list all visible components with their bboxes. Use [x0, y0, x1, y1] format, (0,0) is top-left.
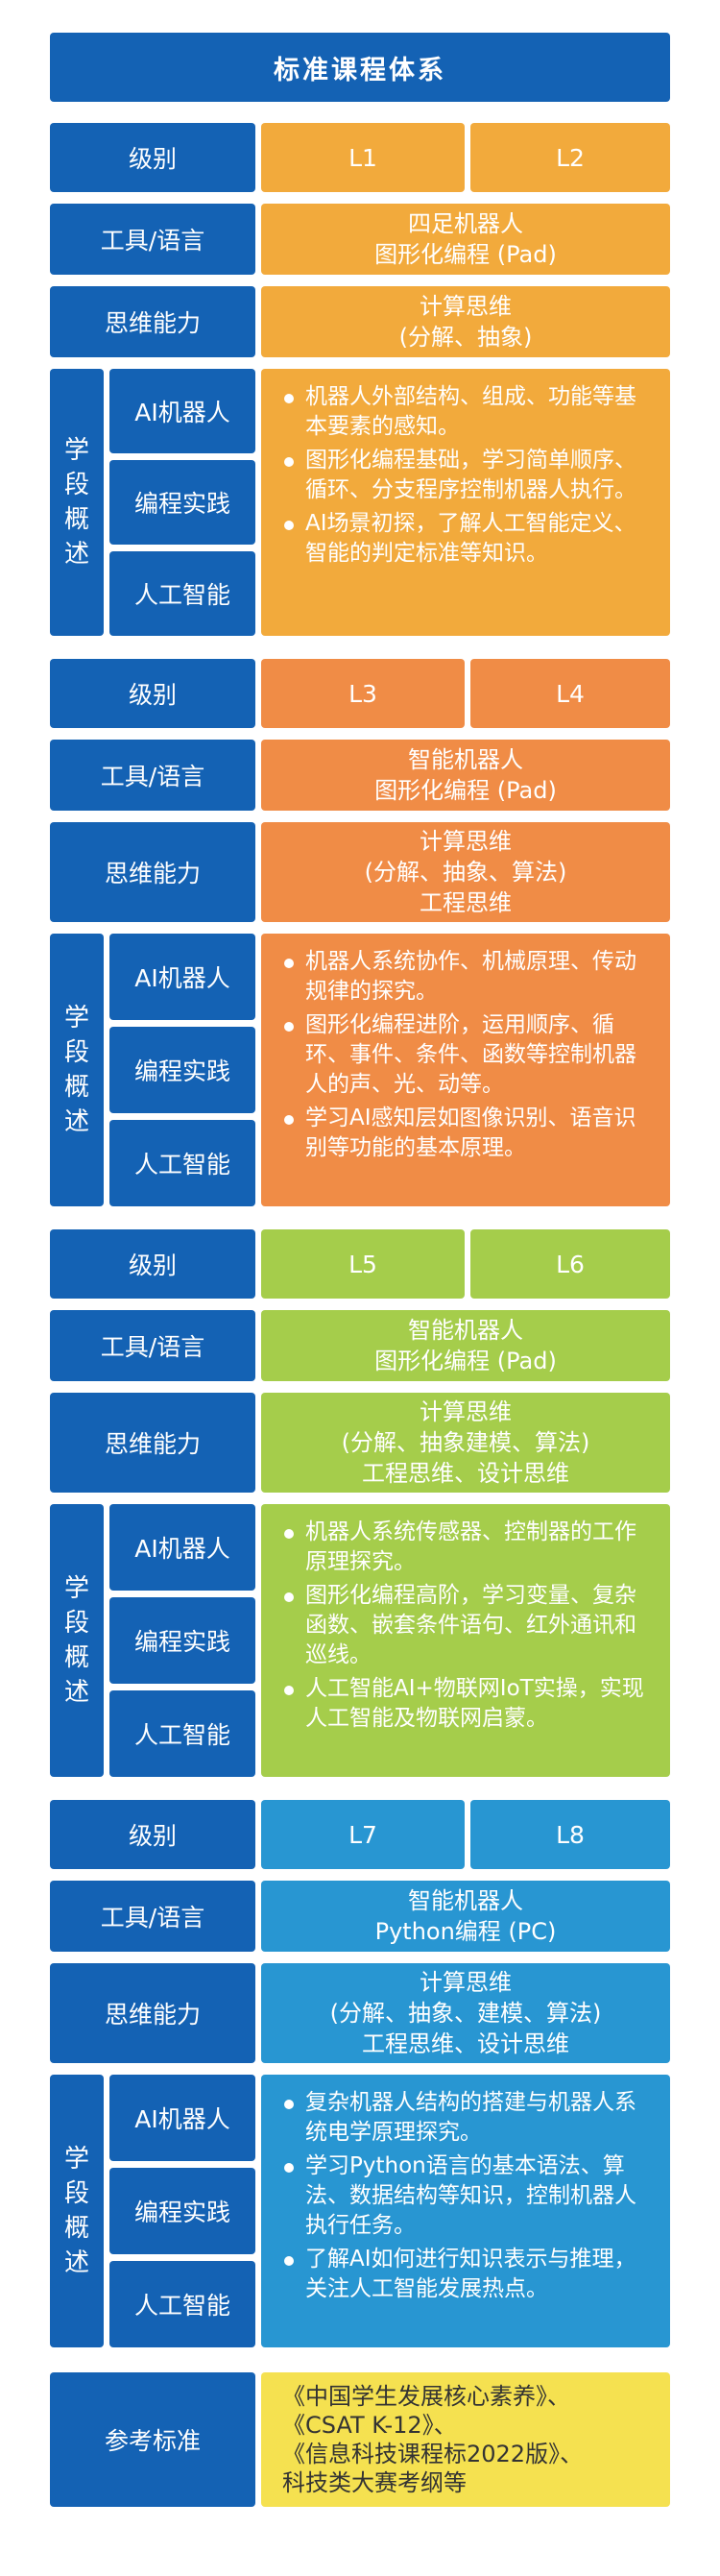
thinking-value: 计算思维 (分解、抽象、算法) 工程思维	[261, 822, 670, 922]
stage-label: 学段概述	[50, 2075, 104, 2347]
thinking-label: 思维能力	[50, 822, 255, 922]
level-l2: L2	[470, 123, 670, 192]
reference-value: 《中国学生发展核心素养》、 《CSAT K-12》、 《信息科技课程标2022版…	[261, 2372, 670, 2507]
ai-robot-label: AI机器人	[109, 369, 255, 453]
level-l3: L3	[261, 659, 465, 728]
reference-label: 参考标准	[50, 2372, 255, 2507]
level-l4: L4	[470, 659, 670, 728]
tool-label: 工具/语言	[50, 740, 255, 811]
level-label: 级别	[50, 1800, 255, 1869]
stage-label-text: 学段概述	[63, 1004, 89, 1136]
bullet-item: 图形化编程高阶，学习变量、复杂函数、嵌套条件语句、红外通讯和巡线。	[282, 1581, 655, 1670]
coding-label: 编程实践	[109, 1597, 255, 1684]
level-l6: L6	[470, 1229, 670, 1299]
tool-value: 智能机器人 Python编程 (PC)	[261, 1881, 670, 1952]
tool-label: 工具/语言	[50, 1881, 255, 1952]
thinking-value: 计算思维 (分解、抽象)	[261, 286, 670, 357]
page-title: 标准课程体系	[50, 33, 670, 102]
coding-label: 编程实践	[109, 460, 255, 545]
tool-value: 智能机器人 图形化编程 (Pad)	[261, 740, 670, 811]
stage-description: 机器人外部结构、组成、功能等基本要素的感知。 图形化编程基础，学习简单顺序、循环…	[261, 369, 670, 636]
ai-label: 人工智能	[109, 1120, 255, 1206]
tool-label: 工具/语言	[50, 204, 255, 275]
stage-description: 机器人系统传感器、控制器的工作原理探究。 图形化编程高阶，学习变量、复杂函数、嵌…	[261, 1504, 670, 1777]
bullet-item: 人工智能AI+物联网IoT实操，实现人工智能及物联网启蒙。	[282, 1674, 655, 1734]
ai-label: 人工智能	[109, 1690, 255, 1777]
bullet-item: 机器人系统协作、机械原理、传动规律的探究。	[282, 947, 655, 1007]
bullet-item: 了解AI如何进行知识表示与推理，关注人工智能发展热点。	[282, 2245, 655, 2304]
bullet-item: 机器人系统传感器、控制器的工作原理探究。	[282, 1518, 655, 1577]
stage-label: 学段概述	[50, 369, 104, 636]
stage-label-text: 学段概述	[63, 2145, 89, 2277]
stage-label: 学段概述	[50, 1504, 104, 1777]
bullet-item: 图形化编程进阶，运用顺序、循环、事件、条件、函数等控制机器人的声、光、动等。	[282, 1010, 655, 1100]
level-label: 级别	[50, 659, 255, 728]
ai-robot-label: AI机器人	[109, 2075, 255, 2161]
ai-robot-label: AI机器人	[109, 934, 255, 1020]
coding-label: 编程实践	[109, 1027, 255, 1113]
tool-label: 工具/语言	[50, 1310, 255, 1381]
tool-value: 四足机器人 图形化编程 (Pad)	[261, 204, 670, 275]
ai-label: 人工智能	[109, 551, 255, 636]
stage-label-text: 学段概述	[63, 436, 89, 569]
level-l7: L7	[261, 1800, 465, 1869]
level-label: 级别	[50, 1229, 255, 1299]
bullet-item: 机器人外部结构、组成、功能等基本要素的感知。	[282, 382, 655, 442]
level-l5: L5	[261, 1229, 465, 1299]
thinking-label: 思维能力	[50, 286, 255, 357]
stage-description: 复杂机器人结构的搭建与机器人系统电学原理探究。 学习Python语言的基本语法、…	[261, 2075, 670, 2347]
bullet-item: 学习Python语言的基本语法、算法、数据结构等知识，控制机器人执行任务。	[282, 2151, 655, 2241]
bullet-item: 学习AI感知层如图像识别、语音识别等功能的基本原理。	[282, 1104, 655, 1163]
bullet-item: 图形化编程基础，学习简单顺序、循环、分支程序控制机器人执行。	[282, 446, 655, 505]
bullet-item: 复杂机器人结构的搭建与机器人系统电学原理探究。	[282, 2088, 655, 2148]
level-l8: L8	[470, 1800, 670, 1869]
thinking-value: 计算思维 (分解、抽象、建模、算法) 工程思维、设计思维	[261, 1963, 670, 2063]
stage-description: 机器人系统协作、机械原理、传动规律的探究。 图形化编程进阶，运用顺序、循环、事件…	[261, 934, 670, 1206]
thinking-value: 计算思维 (分解、抽象建模、算法) 工程思维、设计思维	[261, 1393, 670, 1493]
reference-text: 《中国学生发展核心素养》、 《CSAT K-12》、 《信息科技课程标2022版…	[282, 2383, 584, 2496]
thinking-label: 思维能力	[50, 1963, 255, 2063]
level-l1: L1	[261, 123, 465, 192]
stage-label: 学段概述	[50, 934, 104, 1206]
ai-label: 人工智能	[109, 2261, 255, 2347]
bullet-item: AI场景初探，了解人工智能定义、智能的判定标准等知识。	[282, 509, 655, 569]
coding-label: 编程实践	[109, 2168, 255, 2254]
level-label: 级别	[50, 123, 255, 192]
stage-label-text: 学段概述	[63, 1574, 89, 1707]
thinking-label: 思维能力	[50, 1393, 255, 1493]
tool-value: 智能机器人 图形化编程 (Pad)	[261, 1310, 670, 1381]
ai-robot-label: AI机器人	[109, 1504, 255, 1591]
